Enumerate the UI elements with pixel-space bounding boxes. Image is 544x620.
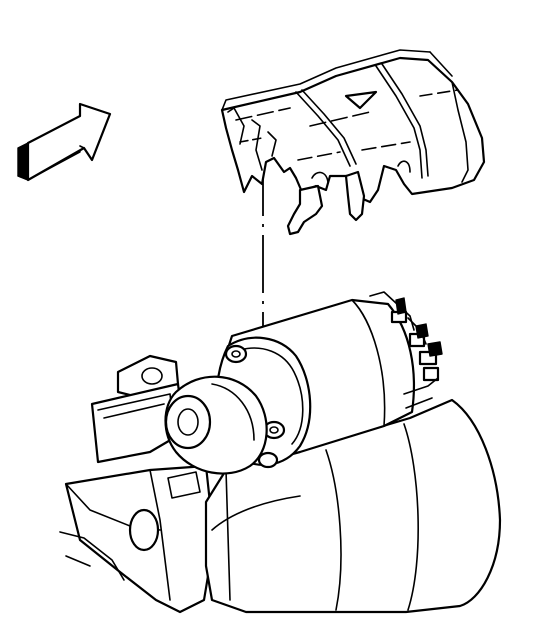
heat-shield [220, 49, 486, 236]
starter-motor [164, 291, 502, 614]
front-arrow-icon [17, 102, 112, 182]
engine-block [59, 354, 216, 614]
